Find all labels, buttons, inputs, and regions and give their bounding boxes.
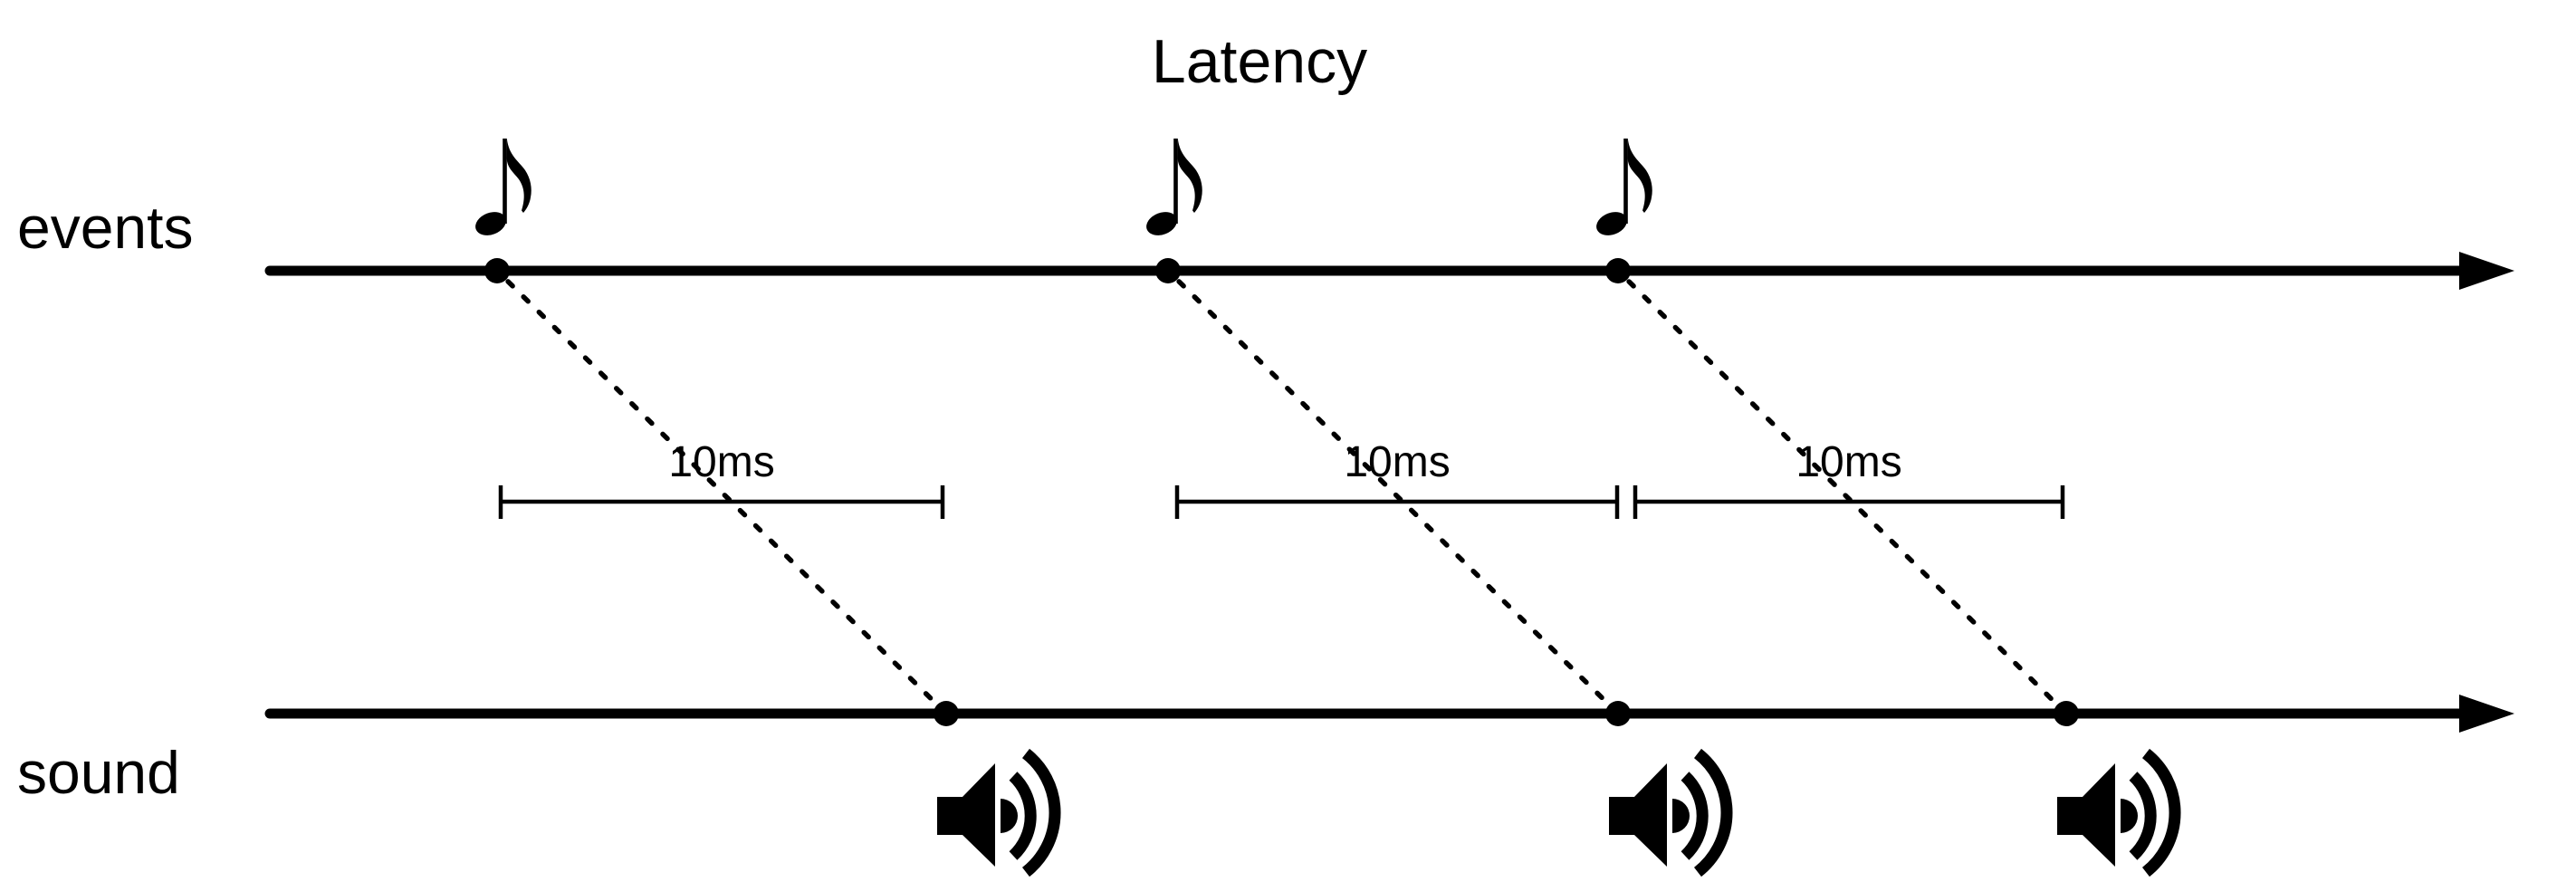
eighth-note-icon (472, 139, 531, 240)
latency-bracket (1174, 485, 1620, 519)
eighth-note-icon (1143, 139, 1202, 240)
diagram-title: Latency (1151, 27, 1368, 96)
latency-dotted-connector (505, 279, 938, 705)
sound-marker-dot (1605, 701, 1631, 726)
speaker-icon (937, 753, 1055, 872)
latency-bracket (498, 485, 945, 519)
latency-dotted-connector (1626, 279, 2058, 705)
sound-timeline-arrowhead-icon (2459, 695, 2514, 733)
latency-value-label: 10ms (1796, 438, 1902, 486)
events-timeline-arrowhead-icon (2459, 252, 2514, 290)
speaker-icon (1609, 753, 1727, 872)
eighth-note-icon (1593, 139, 1652, 240)
latency-value-label: 10ms (1344, 438, 1451, 486)
event-marker-dot (1155, 258, 1181, 283)
latency-bracket (1633, 485, 2065, 519)
events-row-label: events (17, 194, 194, 261)
latency-dotted-connector (1176, 279, 1610, 705)
event-marker-dot (1605, 258, 1631, 283)
latency-value-label: 10ms (668, 438, 775, 486)
speaker-icon (2057, 753, 2175, 872)
sound-marker-dot (2054, 701, 2079, 726)
sound-marker-dot (934, 701, 959, 726)
sound-row-label: sound (17, 739, 180, 806)
event-marker-dot (484, 258, 510, 283)
